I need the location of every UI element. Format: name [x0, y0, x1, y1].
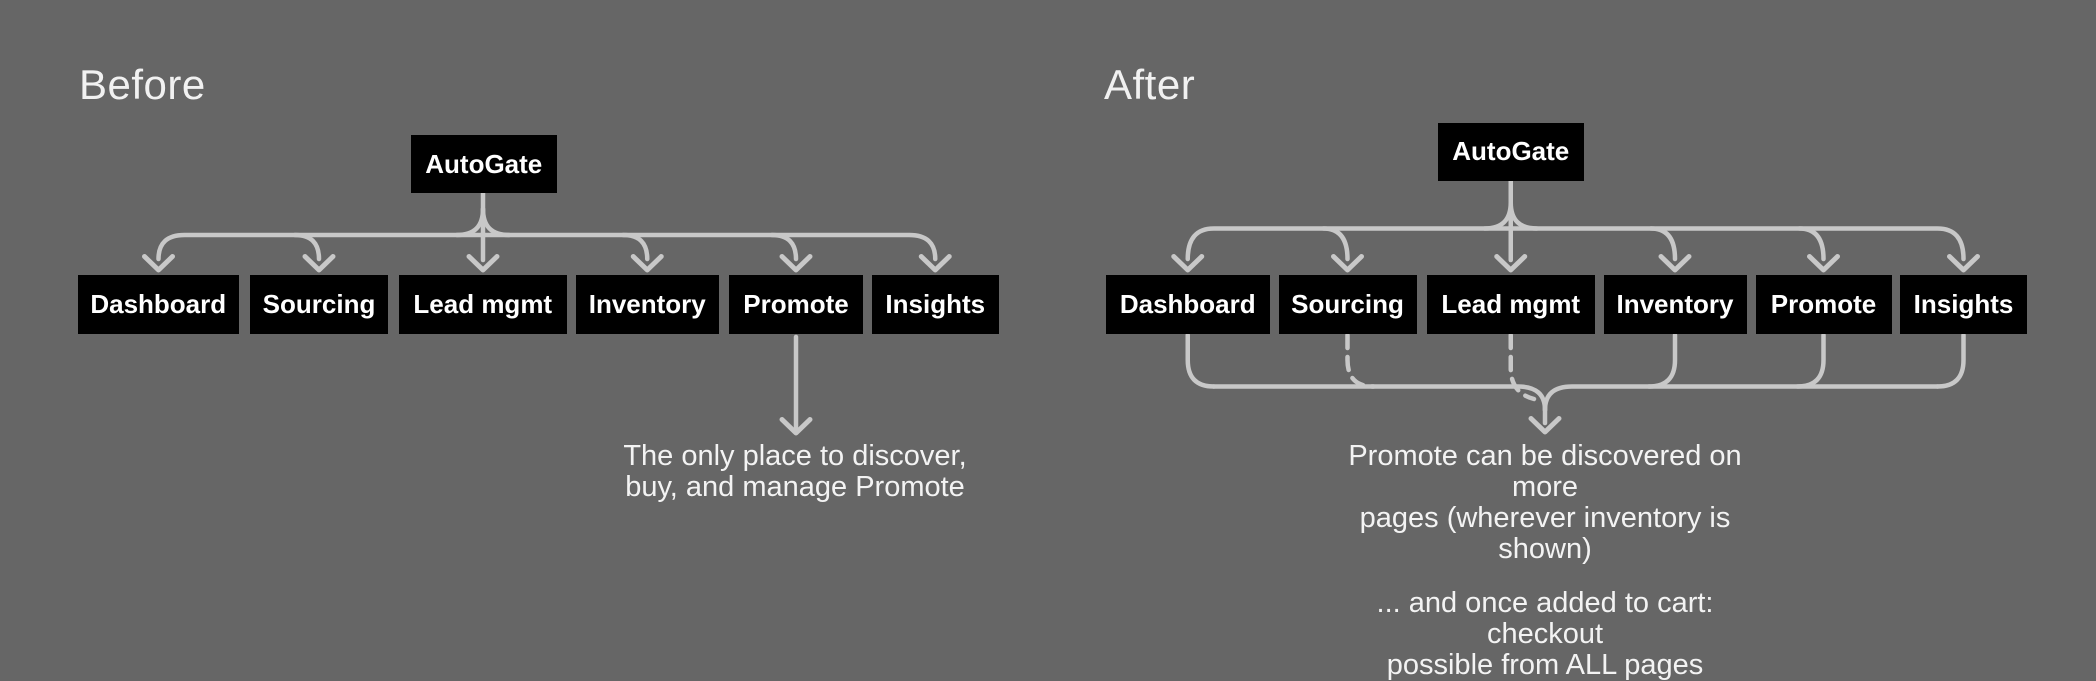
- after-arrowhead-promote: [1807, 254, 1840, 273]
- after-caption-line-1: Promote can be discovered on more: [1348, 440, 1742, 503]
- before-promote-callout-arrowhead: [779, 417, 813, 436]
- before-node-inventory: Inventory: [575, 275, 719, 334]
- before-caption-line-2: buy, and manage Promote: [625, 471, 965, 503]
- before-branch-inventory: [621, 232, 650, 262]
- after-collector-bus-right: [1542, 384, 1940, 413]
- before-branch-promote: [769, 232, 799, 262]
- after-caption-line-2: pages (wherever inventory is shown): [1359, 502, 1731, 565]
- after-caption: Promote can be discovered on more pages …: [1315, 441, 1775, 681]
- after-arrowhead-dashboard: [1171, 254, 1205, 273]
- after-root-autogate: AutoGate: [1438, 122, 1584, 181]
- before-node-sourcing: Sourcing: [250, 275, 388, 334]
- after-arrowhead-sourcing: [1331, 254, 1364, 273]
- after-trunk-fillet-left: [1482, 200, 1513, 231]
- after-funnel-connectors: [1185, 332, 1966, 435]
- before-heading: Before: [79, 61, 206, 108]
- after-collector-bus-left: [1211, 384, 1548, 413]
- before-bus-line: [156, 232, 938, 262]
- after-collector-promote: [1795, 332, 1826, 389]
- after-node-insights: Insights: [1900, 275, 2027, 334]
- before-node-dashboard: Dashboard: [77, 275, 239, 334]
- after-bus-line: [1185, 226, 1966, 262]
- after-trunk-fillet-right: [1508, 200, 1539, 231]
- after-tree-connectors: [1171, 178, 1980, 273]
- before-trunk-fillet-right: [480, 206, 512, 238]
- after-collector-sourcing-dashed: [1345, 332, 1376, 389]
- before-root-autogate: AutoGate: [411, 135, 557, 193]
- before-arrowhead-inventory: [630, 254, 664, 273]
- after-node-inventory: Inventory: [1603, 275, 1747, 334]
- after-caption-line-3: ... and once added to cart: checkout: [1376, 587, 1714, 650]
- before-node-lead-mgmt: Lead mgmt: [399, 275, 567, 334]
- after-heading: After: [1104, 61, 1196, 108]
- after-collector-insights: [1935, 332, 1966, 389]
- after-collector-dashboard: [1185, 332, 1216, 389]
- after-arrowhead-insights: [1947, 254, 1980, 273]
- after-arrowhead-inventory: [1658, 254, 1692, 273]
- before-caption: The only place to discover, buy, and man…: [595, 441, 995, 503]
- after-arrowhead-lead-mgmt: [1494, 254, 1528, 273]
- before-arrowhead-sourcing: [302, 254, 336, 273]
- before-arrowhead-promote: [779, 254, 813, 273]
- diagram-canvas: Before AutoGate Dashboard Sourcing Lead …: [77, 61, 2027, 681]
- before-arrowhead-insights: [918, 254, 952, 273]
- after-branch-inventory: [1648, 226, 1678, 262]
- after-branch-sourcing: [1321, 226, 1350, 262]
- after-node-dashboard: Dashboard: [1106, 275, 1270, 334]
- after-funnel-arrowhead: [1528, 416, 1562, 435]
- after-collector-lead-mgmt-dashed: [1508, 332, 1537, 402]
- before-arrowhead-dashboard: [142, 254, 175, 273]
- before-arrowhead-lead-mgmt: [466, 254, 500, 273]
- before-node-insights: Insights: [871, 275, 999, 334]
- after-collector-inventory: [1646, 332, 1678, 389]
- after-node-sourcing: Sourcing: [1278, 275, 1417, 334]
- after-branch-promote: [1797, 226, 1826, 262]
- before-node-promote: Promote: [729, 275, 863, 334]
- after-caption-line-4: possible from ALL pages: [1386, 649, 1704, 681]
- before-trunk-fillet-left: [454, 206, 486, 238]
- after-node-promote: Promote: [1755, 275, 1892, 334]
- before-branch-sourcing: [292, 232, 322, 262]
- after-node-lead-mgmt: Lead mgmt: [1426, 275, 1595, 334]
- before-caption-line-1: The only place to discover,: [623, 440, 967, 472]
